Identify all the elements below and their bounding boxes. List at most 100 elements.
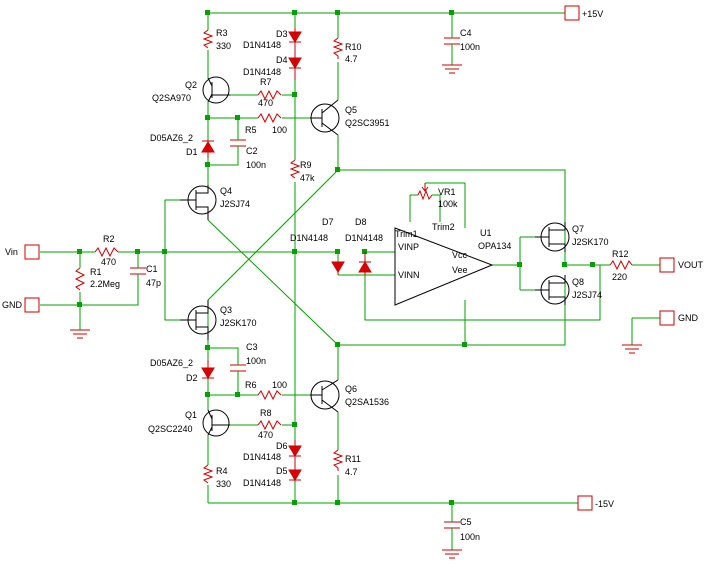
transistor-q5[interactable]: Q5 Q2SC3951 [310,99,390,136]
opamp-u1[interactable]: VINP VINN Vcc Vee Trim1 Trim2 U1 OPA134 [394,222,511,306]
diode-d8[interactable]: D8 D1N4148 [345,217,383,275]
d8-ref: D8 [355,217,367,227]
r8-ref: R8 [260,408,272,418]
q6-value: Q2SA1536 [345,397,389,407]
transistor-q8[interactable]: Q8 J2SJ74 [535,275,602,305]
c1-value: 47p [146,278,161,288]
r12-ref: R12 [612,249,629,259]
d7-value: D1N4148 [290,233,328,243]
transistor-q6[interactable]: Q6 Q2SA1536 [310,379,389,413]
resistor-r5[interactable]: R5 100 [245,112,287,135]
d3-value: D1N4148 [243,40,281,50]
r4-ref: R4 [216,466,228,476]
resistor-r9[interactable]: R9 47k [289,159,315,183]
r2-ref: R2 [103,234,115,244]
resistor-r7[interactable]: R7 470 [257,77,282,108]
port-vout[interactable]: VOUT [659,257,704,273]
q1-ref: Q1 [185,410,197,420]
diode-d7[interactable]: D7 D1N4148 [290,217,345,275]
r1-value: 2.2Meg [90,279,120,289]
u1-vinp: VINP [398,242,419,252]
r10-ref: R10 [345,42,362,52]
u1-ref: U1 [480,228,492,238]
d5-value: D1N4148 [243,478,281,488]
port-gnd-out[interactable]: GND [659,310,699,326]
u1-value: OPA134 [478,241,511,251]
q7-ref: Q7 [572,224,584,234]
capacitor-c3[interactable]: C3 100n [230,342,266,378]
q3-value: J2SK170 [220,318,257,328]
r9-value: 47k [300,173,315,183]
r3-ref: R3 [216,28,228,38]
resistor-r2[interactable]: R2 470 [94,234,119,267]
q5-ref: Q5 [345,105,357,115]
port-vneg[interactable]: -15V [577,495,614,511]
q8-ref: Q8 [572,277,584,287]
diode-d3[interactable]: D3 D1N4148 [243,28,302,50]
transistor-q4[interactable]: Q4 J2SJ74 [180,185,250,220]
r4-value: 330 [216,479,231,489]
resistor-r10[interactable]: R10 4.7 [332,37,362,64]
capacitor-c2[interactable]: C2 100n [230,135,266,170]
d3-ref: D3 [276,29,288,39]
q7-value: J2SK170 [572,237,609,247]
ground-icon [70,64,642,559]
r5-value: 100 [272,125,287,135]
vr1-value: 100k [438,199,458,209]
transistor-q2[interactable]: Q2 Q2SA970 [152,76,230,104]
u1-vcc: Vcc [452,250,468,260]
diode-d6[interactable]: D6 D1N4148 [243,440,302,462]
transistor-q3[interactable]: Q3 J2SK170 [180,300,257,340]
resistor-r8[interactable]: R8 470 [257,408,282,440]
r1-ref: R1 [90,267,102,277]
u1-vee: Vee [452,265,468,275]
c3-ref: C3 [246,342,258,352]
potentiometer-vr1[interactable]: VR1 100k [417,183,458,209]
q1-value: Q2SC2240 [148,424,193,434]
port-vpos[interactable]: +15V [564,5,603,21]
q4-value: J2SJ74 [220,199,250,209]
resistor-r1[interactable]: R1 2.2Meg [74,267,120,291]
resistor-r4[interactable]: R4 330 [202,464,231,489]
d4-ref: D4 [276,55,288,65]
q2-value: Q2SA970 [152,93,191,103]
port-vin[interactable]: Vin [5,244,40,260]
diode-d4[interactable]: D4 D1N4148 [243,50,302,80]
c2-ref: C2 [246,146,258,156]
capacitor-c4[interactable]: C4 100n [444,28,480,52]
transistor-q7[interactable]: Q7 J2SK170 [535,222,609,252]
diode-d1[interactable]: D05AZ6_2 D1 [150,133,215,158]
q3-ref: Q3 [220,305,232,315]
r10-value: 4.7 [345,54,358,64]
capacitor-c1[interactable]: C1 47p [130,264,161,288]
diode-d2[interactable]: D05AZ6_2 D2 [150,358,215,383]
resistor-r6[interactable]: R6 100 [245,380,287,401]
d6-ref: D6 [276,441,288,451]
port-gnd-in[interactable]: GND [2,297,40,313]
d2-ref: D2 [186,373,198,383]
capacitor-c5[interactable]: C5 100n [444,517,480,542]
resistor-r3[interactable]: R3 330 [202,28,231,51]
r8-value: 470 [258,430,273,440]
q6-ref: Q6 [345,384,357,394]
r11-value: 4.7 [345,467,358,477]
d1-value: D05AZ6_2 [150,133,193,143]
transistor-q1[interactable]: Q1 Q2SC2240 [148,409,230,437]
r9-ref: R9 [300,160,312,170]
r7-value: 470 [258,98,273,108]
vr1-ref: VR1 [438,187,456,197]
d6-value: D1N4148 [243,452,281,462]
r5-ref: R5 [245,125,257,135]
u1-vinn: VINN [398,270,420,280]
r7-ref: R7 [260,77,272,87]
port-vin-label: Vin [5,247,18,257]
port-gnd-out-label: GND [678,313,699,323]
c2-value: 100n [246,160,266,170]
r12-value: 220 [612,272,627,282]
resistor-r11[interactable]: R11 4.7 [332,449,361,477]
diode-d5[interactable]: D5 D1N4148 [243,462,302,488]
port-gnd-in-label: GND [2,300,23,310]
resistor-r12[interactable]: R12 220 [609,249,633,282]
c3-value: 100n [246,356,266,366]
d8-value: D1N4148 [345,233,383,243]
